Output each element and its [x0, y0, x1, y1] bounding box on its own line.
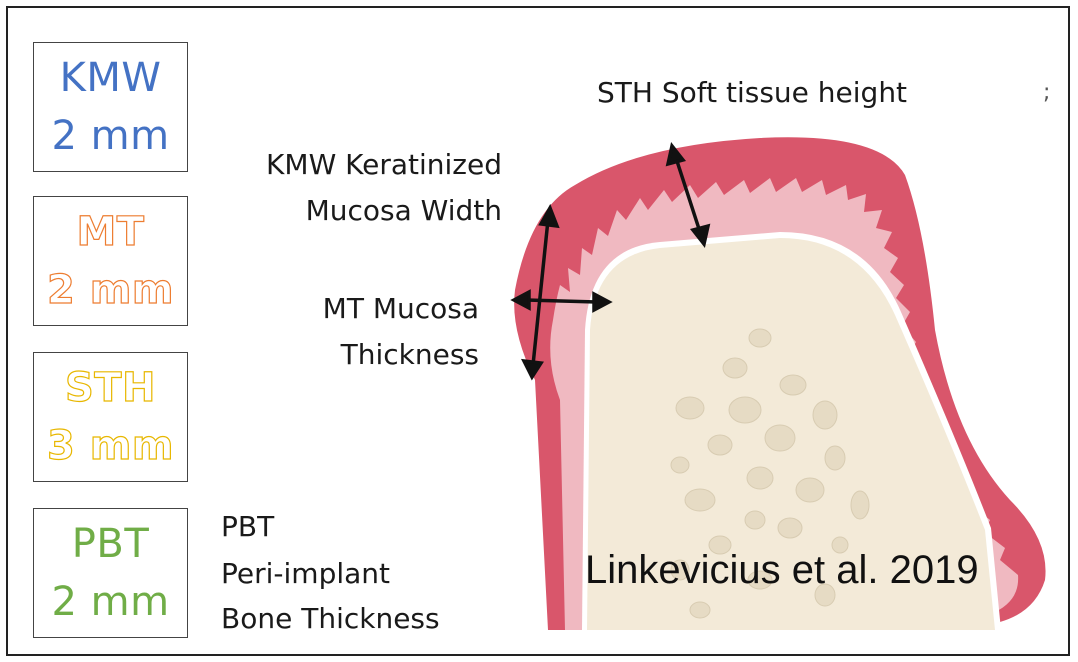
pbt-value: 2 mm — [51, 573, 169, 631]
sth-abbr: STH — [65, 359, 156, 417]
kmw-value: 2 mm — [51, 107, 169, 165]
kmw-label-line2: Mucosa Width — [200, 192, 502, 230]
citation: Linkevicius et al. 2019 — [585, 548, 979, 593]
stray-mark: ; — [1043, 80, 1050, 105]
mt-abbr: MT — [76, 203, 144, 261]
mt-box: MT 2 mm — [33, 196, 188, 326]
pbt-label-line2: Peri-implant — [221, 555, 390, 593]
mt-label-line2: Thickness — [200, 336, 479, 374]
pbt-label-line3: Bone Thickness — [221, 600, 440, 638]
kmw-box: KMW 2 mm — [33, 42, 188, 172]
sth-label: STH Soft tissue height — [597, 74, 907, 112]
sth-value: 3 mm — [47, 417, 174, 475]
pbt-label-line1: PBT — [221, 508, 274, 546]
kmw-abbr: KMW — [60, 49, 162, 107]
kmw-label-line1: KMW Keratinized — [200, 146, 502, 184]
mt-label-line1: MT Mucosa — [200, 290, 479, 328]
mt-value: 2 mm — [47, 261, 174, 319]
pbt-box: PBT 2 mm — [33, 508, 188, 638]
sth-box: STH 3 mm — [33, 352, 188, 482]
pbt-abbr: PBT — [72, 515, 150, 573]
